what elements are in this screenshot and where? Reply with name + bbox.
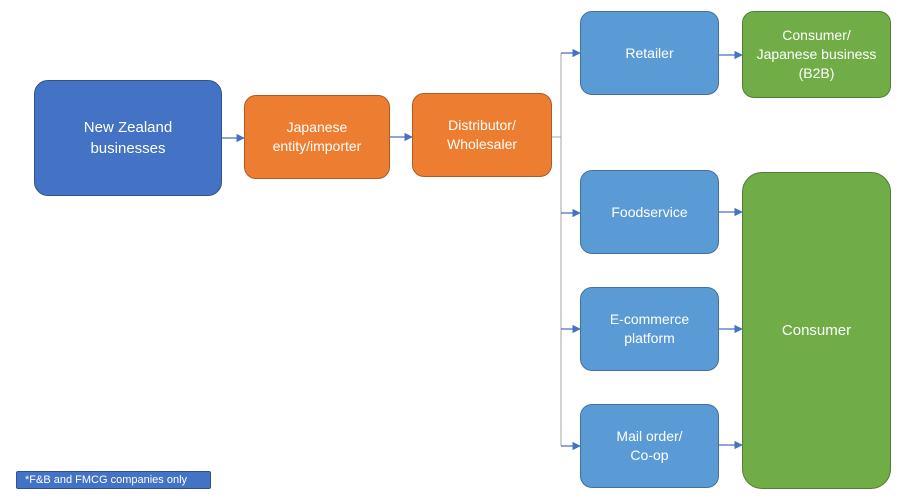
node-label: Mail order/ Co-op (616, 428, 683, 463)
node-label: Japanese entity/importer (272, 119, 362, 154)
footnote-text: *F&B and FMCG companies only (25, 474, 188, 486)
node-mail-order-co-op: Mail order/ Co-op (580, 404, 719, 488)
node-label: New Zealand businesses (83, 119, 173, 157)
node-label: E-commerce platform (609, 311, 690, 346)
node-consumer-b2b: Consumer/ Japanese business (B2B) (742, 11, 891, 98)
node-new-zealand-businesses: New Zealand businesses (34, 80, 222, 196)
node-label: Distributor/ Wholesaler (446, 117, 518, 152)
node-foodservice: Foodservice (580, 170, 719, 254)
node-japanese-importer: Japanese entity/importer (244, 95, 390, 179)
node-label: Consumer/ Japanese business (B2B) (756, 27, 877, 81)
node-retailer: Retailer (580, 11, 719, 95)
footnote-badge: *F&B and FMCG companies only (16, 471, 211, 489)
node-label: Retailer (625, 44, 674, 61)
node-distributor-wholesaler: Distributor/ Wholesaler (412, 93, 552, 177)
node-label: Foodservice (611, 203, 688, 220)
node-consumer: Consumer (742, 172, 891, 489)
node-ecommerce-platform: E-commerce platform (580, 287, 719, 371)
node-label: Consumer (781, 322, 852, 339)
